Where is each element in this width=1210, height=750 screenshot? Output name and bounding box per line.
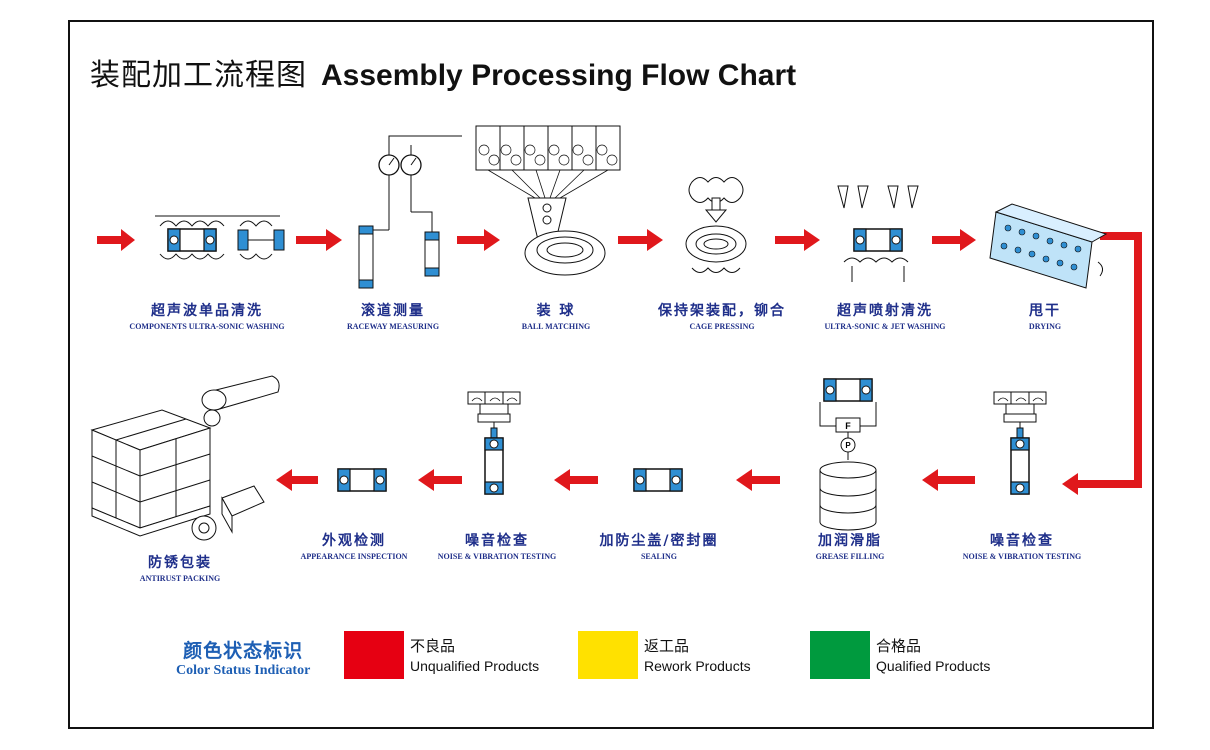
- flow-arrow-left: [922, 469, 975, 491]
- legend-title-en: Color Status Indicator: [176, 663, 311, 678]
- step-label: 超声喷射清洗 ULTRA-SONIC & JET WASHING: [825, 300, 946, 331]
- step-label-zh: 甩干: [1028, 303, 1061, 319]
- step-label-zh: 噪音检查: [464, 533, 529, 549]
- pallet-boxes-icon: [90, 375, 280, 541]
- legend-swatch-red: [344, 631, 404, 679]
- step-label-en: NOISE & VIBRATION TESTING: [437, 552, 557, 561]
- flow-arrow-right: [618, 229, 663, 251]
- legend-swatch-green: [810, 631, 870, 679]
- jet-washing-icon: [837, 185, 919, 282]
- step-label-en: ULTRA-SONIC & JET WASHING: [824, 322, 946, 331]
- title-english: Assembly Processing Flow Chart: [321, 59, 797, 92]
- legend-swatch-yellow: [578, 631, 638, 679]
- legend-text: 合格品 Qualified Products: [876, 635, 990, 674]
- step-label: 噪音检查 NOISE & VIBRATION TESTING: [438, 530, 556, 561]
- legend-label-zh: 不良品: [410, 637, 456, 655]
- title-chinese: 装配加工流程图: [90, 58, 307, 93]
- step-label: 超声波单品清洗 COMPONENTS ULTRA-SONIC WASHING: [129, 300, 284, 331]
- svg-text:F: F: [845, 421, 851, 431]
- step-label-zh: 加防尘盖/密封圈: [599, 533, 719, 549]
- step-label-zh: 装 球: [536, 303, 576, 319]
- step-label-en: BALL MATCHING: [521, 322, 591, 331]
- flow-arrow-right: [932, 229, 976, 251]
- step-label-en: RACEWAY MEASURING: [346, 322, 440, 331]
- flow-arrow-right: [457, 229, 500, 251]
- step-label-en: APPEARANCE INSPECTION: [300, 552, 408, 561]
- step-label: 加润滑脂 GREASE FILLING: [816, 530, 885, 561]
- step-label-en: COMPONENTS ULTRA-SONIC WASHING: [129, 322, 285, 331]
- drying-drum-icon: [989, 203, 1108, 289]
- flow-arrow-right: [296, 229, 342, 251]
- step-label: 装 球 BALL MATCHING: [522, 300, 591, 331]
- noise-tester-icon: [993, 391, 1047, 495]
- chart-frame: [68, 20, 1154, 729]
- step-label: 外观检测 APPEARANCE INSPECTION: [301, 530, 408, 561]
- step-label-zh: 防锈包装: [147, 555, 212, 571]
- step-label-zh: 滚道测量: [361, 303, 425, 319]
- step-label: 保持架装配，铆合 CAGE PRESSING: [658, 300, 786, 331]
- step-label: 噪音检查 NOISE & VIBRATION TESTING: [963, 530, 1081, 561]
- legend-label-zh: 返工品: [644, 637, 690, 655]
- legend-title: 颜色状态标识 Color Status Indicator: [176, 636, 310, 679]
- legend-title-zh: 颜色状态标识: [183, 640, 304, 662]
- flow-arrow-left: [418, 469, 462, 491]
- step-label-en: CAGE PRESSING: [689, 322, 755, 331]
- step-label-en: DRYING: [1028, 322, 1062, 331]
- step-label-zh: 噪音检查: [989, 533, 1054, 549]
- washing-rings-icon: [155, 215, 285, 260]
- step-label-en: ANTIRUST PACKING: [139, 574, 221, 583]
- step-label-en: GREASE FILLING: [815, 552, 885, 561]
- flow-arrow-left: [736, 469, 780, 491]
- step-label: 加防尘盖/密封圈 SEALING: [599, 530, 718, 561]
- step-label: 防锈包装 ANTIRUST PACKING: [140, 552, 220, 583]
- cage-press-icon: [685, 177, 747, 273]
- flow-arrow-right: [775, 229, 820, 251]
- step-label-zh: 保持架装配，铆合: [658, 303, 786, 319]
- step-label-zh: 加润滑脂: [818, 533, 882, 549]
- legend-text: 返工品 Rework Products: [644, 635, 751, 674]
- step-label: 甩干 DRYING: [1029, 300, 1061, 331]
- noise-tester-icon: [467, 391, 521, 495]
- legend-label-en: Rework Products: [644, 658, 751, 674]
- ball-hopper-icon: [475, 125, 621, 276]
- step-label: 滚道测量 RACEWAY MEASURING: [347, 300, 439, 331]
- flow-arrow-left: [554, 469, 598, 491]
- step-label-en: SEALING: [640, 552, 677, 561]
- legend-label-en: Unqualified Products: [410, 658, 540, 674]
- legend-text: 不良品 Unqualified Products: [410, 635, 539, 674]
- gauge-measuring-icon: [358, 135, 462, 289]
- flow-arrow-left: [276, 469, 318, 491]
- flow-arrow-left: [1062, 473, 1078, 495]
- bearing-inspection-icon: [337, 468, 387, 492]
- legend-label-en: Qualified Products: [876, 658, 991, 674]
- page-title: 装配加工流程图 Assembly Processing Flow Chart: [90, 50, 796, 94]
- grease-tank-icon: F P: [819, 378, 877, 531]
- flow-arrow-right: [97, 229, 135, 251]
- flow-connector: [1078, 232, 1142, 488]
- legend-label-zh: 合格品: [876, 637, 922, 655]
- svg-text:P: P: [845, 441, 851, 450]
- step-label-zh: 外观检测: [322, 533, 386, 549]
- step-label-en: NOISE & VIBRATION TESTING: [962, 552, 1082, 561]
- step-label-zh: 超声喷射清洗: [837, 303, 933, 319]
- step-label-zh: 超声波单品清洗: [150, 303, 263, 319]
- sealed-bearing-icon: [633, 468, 683, 492]
